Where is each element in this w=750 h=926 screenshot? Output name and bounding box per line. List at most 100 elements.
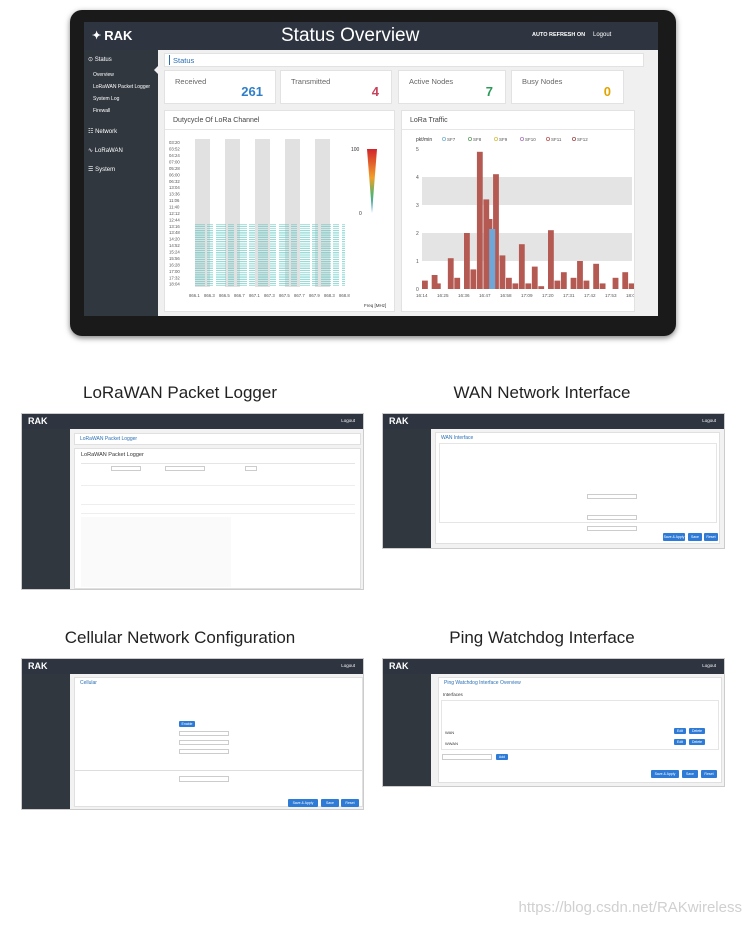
thumbnail-packet-logger: RAK Logout LoRaWAN Packet Logger LoRaWAN… — [21, 413, 364, 590]
sidebar-item-firewall[interactable]: Firewall — [93, 108, 111, 114]
stat-value: 0 — [603, 84, 611, 99]
section-title: Interfaces — [443, 692, 463, 697]
save-button[interactable]: Save — [688, 533, 702, 541]
stat-value: 4 — [371, 84, 379, 99]
caption-packet-logger: LoRaWAN Packet Logger — [82, 383, 278, 402]
edit-button[interactable]: Edit — [674, 739, 686, 745]
x-tick: 18:04 — [626, 293, 634, 298]
type-select[interactable] — [111, 466, 141, 471]
traffic-bar — [560, 272, 567, 289]
dashboard-screen: ✦ RAK Status Overview AUTO REFRESH ON Lo… — [84, 22, 658, 316]
hide-crc-select[interactable] — [245, 466, 257, 471]
caption-wan-interface: WAN Network Interface — [453, 383, 631, 402]
new-interface-input[interactable] — [442, 754, 492, 760]
password-input[interactable] — [179, 749, 229, 754]
save-button[interactable]: Save — [321, 799, 339, 807]
traffic-bar — [583, 280, 590, 289]
time-tick: 11:06 — [169, 198, 180, 203]
auto-refresh-toggle[interactable]: AUTO REFRESH ON — [532, 32, 586, 38]
add-button[interactable]: Add — [496, 754, 508, 760]
gateway-metric-input[interactable] — [587, 515, 637, 520]
logger-panel: LoRaWAN Packet Logger — [74, 448, 361, 589]
save-apply-button[interactable]: Save & Apply — [288, 799, 318, 807]
freq-tick: 867.9 — [309, 293, 320, 298]
section-accent — [169, 55, 170, 65]
brand-text: RAK — [104, 28, 133, 43]
time-tick: 06:32 — [169, 179, 180, 184]
logout-link[interactable]: Logout — [702, 663, 716, 668]
devaddr-filter-input[interactable] — [165, 466, 205, 471]
protocol-select[interactable] — [587, 494, 637, 499]
logger-heading: LoRaWAN Packet Logger — [81, 452, 144, 458]
traffic-bar — [599, 283, 606, 289]
traffic-series — [422, 151, 634, 289]
reset-button[interactable]: Reset — [704, 533, 718, 541]
sidebar-item-packet-logger[interactable]: LoRaWAN Packet Logger — [93, 84, 151, 90]
sidebar-item-label: System — [95, 167, 116, 173]
apn-input[interactable] — [179, 731, 229, 736]
time-tick: 13:36 — [169, 192, 180, 197]
save-apply-button[interactable]: Save & Apply — [663, 533, 685, 541]
sidebar-item-system[interactable]: ☰ System — [88, 166, 115, 173]
delete-button[interactable]: Delete — [689, 728, 705, 734]
stat-value: 7 — [485, 84, 493, 99]
user-input[interactable] — [179, 740, 229, 745]
panel-title: Dutycycle Of LoRa Channel — [173, 117, 260, 124]
reset-button[interactable]: Reset — [341, 799, 359, 807]
y-tick: 1 — [416, 259, 419, 265]
panel-divider — [402, 129, 634, 130]
packet-json-view — [81, 517, 231, 587]
table-row-label: WAN — [445, 730, 455, 735]
divider — [81, 513, 355, 514]
sidebar — [383, 429, 431, 548]
traffic-bar — [628, 283, 634, 289]
freq-tick: 867.5 — [279, 293, 290, 298]
page-title: Status Overview — [281, 25, 420, 46]
top-bar: RAK Logout — [22, 659, 363, 674]
traffic-bar — [538, 286, 545, 289]
traffic-bar — [447, 258, 454, 289]
traffic-bar — [577, 261, 583, 289]
sidebar-item-system-log[interactable]: System Log — [93, 96, 120, 102]
time-tick: 18:04 — [169, 282, 180, 287]
logout-link[interactable]: Logout — [702, 418, 716, 423]
legend-label: SF12 — [577, 137, 588, 142]
reset-button[interactable]: Reset — [701, 770, 717, 778]
sidebar-item-status[interactable]: ⊙ Status — [88, 56, 112, 63]
scale-max-label: 100 — [351, 147, 360, 153]
x-tick: 17:20 — [542, 293, 554, 298]
traffic-bar — [431, 275, 438, 289]
legend-marker — [571, 137, 576, 142]
sidebar-item-network[interactable]: ☷ Network — [88, 128, 117, 135]
divider — [81, 504, 355, 505]
edit-button[interactable]: Edit — [674, 728, 686, 734]
gateway-metric-input[interactable] — [179, 776, 229, 782]
traffic-bar — [512, 283, 519, 289]
stat-label: Transmitted — [291, 77, 331, 86]
logout-link[interactable]: Logout — [341, 418, 355, 423]
time-tick-labels: 03:2003:5204:2407:0005:2806:0006:3213:04… — [169, 140, 180, 287]
panel-divider — [165, 129, 394, 130]
time-tick: 06:00 — [169, 172, 180, 177]
legend-label: SF7 — [447, 137, 456, 142]
time-tick: 03:52 — [169, 147, 180, 152]
sidebar-item-lorawan[interactable]: ∿ LoRaWAN — [88, 147, 123, 154]
logout-link[interactable]: Logout — [341, 663, 355, 668]
logout-link[interactable]: Logout — [593, 32, 612, 38]
traffic-bar — [593, 263, 600, 289]
top-bar: ✦ RAK Status Overview AUTO REFRESH ON Lo… — [84, 22, 658, 50]
traffic-grid — [422, 177, 632, 261]
thumbnail-ping-watchdog: RAK Logout Ping Watchdog Interface Overv… — [382, 658, 725, 787]
delete-button[interactable]: Delete — [689, 739, 705, 745]
panel-title: LoRaWAN Packet Logger — [80, 436, 138, 442]
mtu-input[interactable] — [587, 526, 637, 531]
sidebar-item-overview[interactable]: Overview — [93, 72, 114, 78]
enable-button[interactable]: Enable — [179, 721, 195, 727]
sidebar — [22, 429, 70, 589]
sidebar: ⊙ Status Overview LoRaWAN Packet Logger … — [84, 50, 158, 316]
save-apply-button[interactable]: Save & Apply — [651, 770, 679, 778]
save-button[interactable]: Save — [682, 770, 698, 778]
top-bar: RAK Logout — [383, 659, 724, 674]
